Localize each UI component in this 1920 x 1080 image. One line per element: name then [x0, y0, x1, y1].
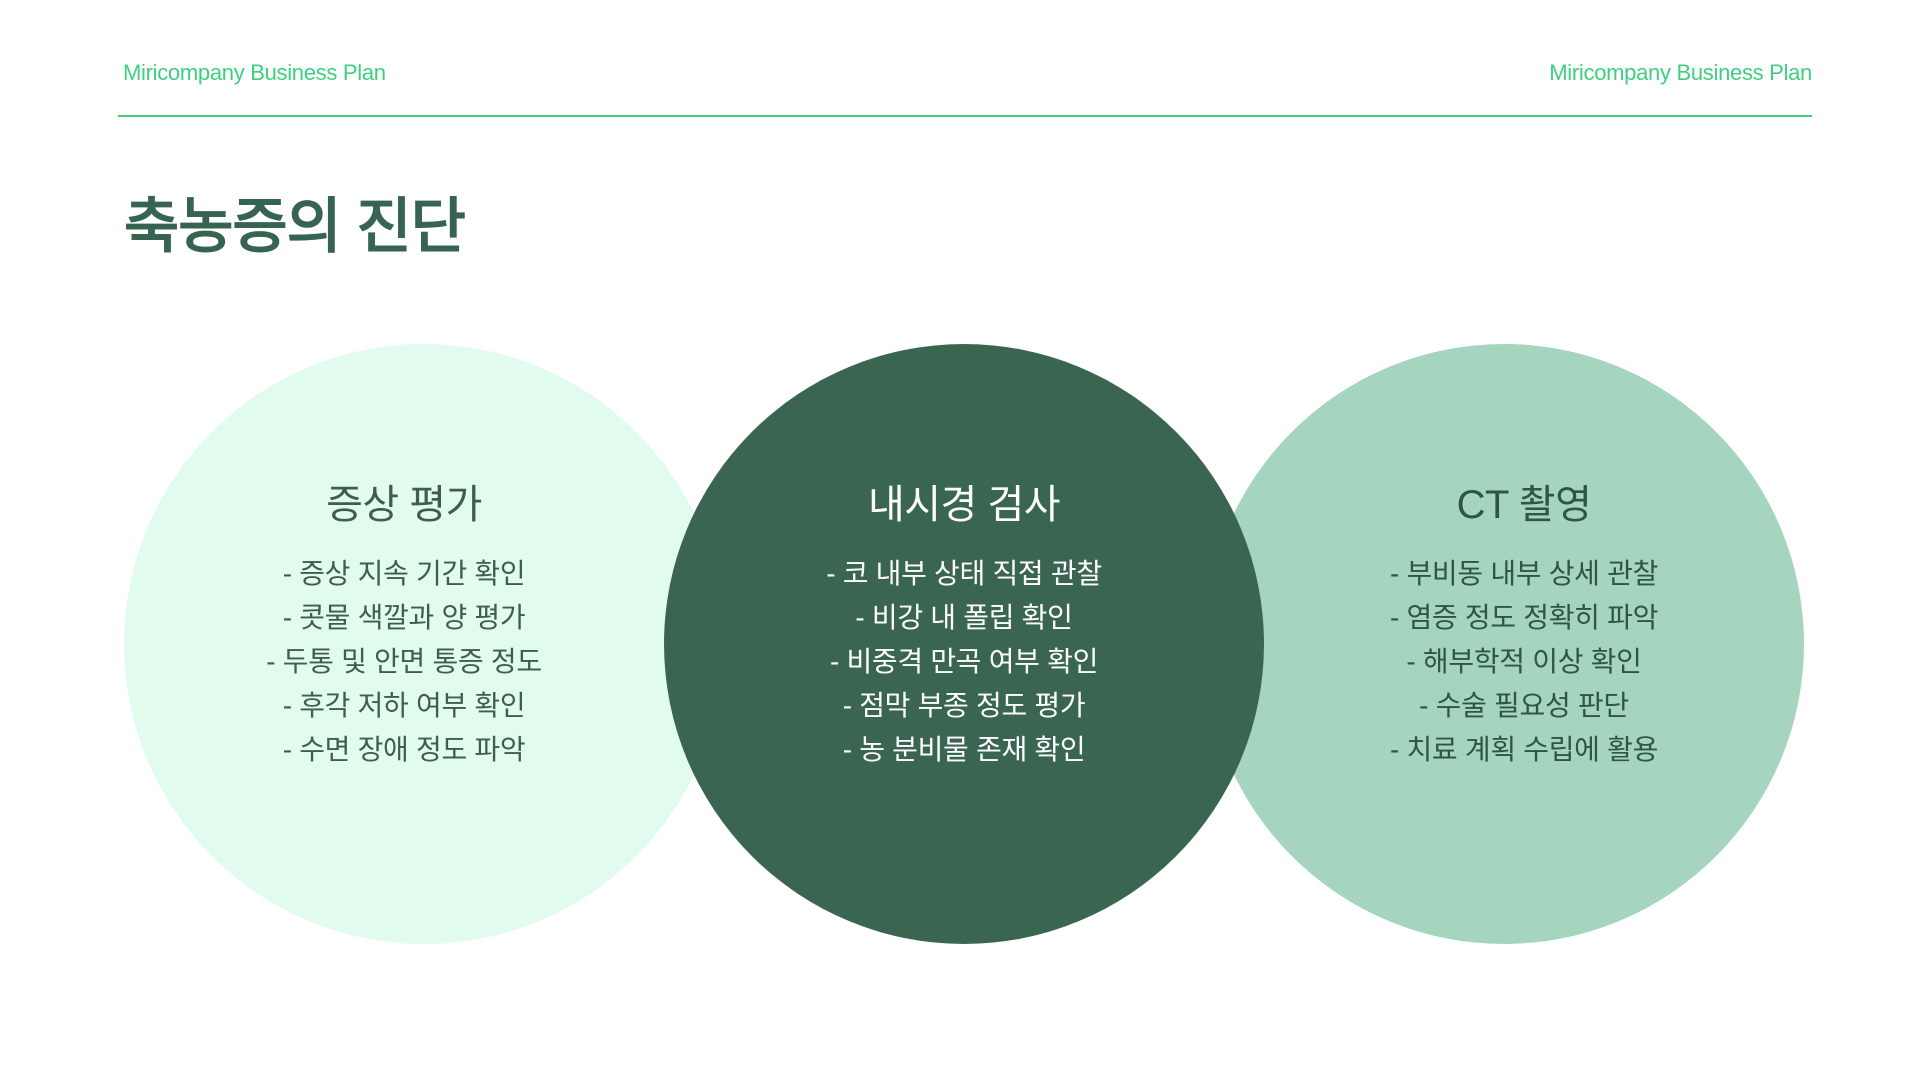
header-left-text: Miricompany Business Plan: [123, 60, 386, 85]
page-title: 축농증의 진단: [124, 193, 466, 260]
circle-heading: 증상 평가: [326, 483, 482, 527]
list-item: - 증상 지속 기간 확인: [282, 558, 526, 589]
list-item: - 수술 필요성 판단: [1419, 690, 1629, 721]
circle-ct-scan: CT 촬영 - 부비동 내부 상세 관찰 - 염증 정도 정확히 파악 - 해부…: [1204, 344, 1804, 944]
list-item: - 비중격 만곡 여부 확인: [829, 646, 1099, 677]
circle-heading: 내시경 검사: [867, 483, 1061, 527]
circle-item-list: - 코 내부 상태 직접 관찰 - 비강 내 폴립 확인 - 비중격 만곡 여부…: [664, 552, 1264, 772]
list-item: - 치료 계획 수립에 활용: [1389, 734, 1659, 765]
list-item: - 점막 부종 정도 평가: [842, 690, 1086, 721]
circle-heading: CT 촬영: [1456, 483, 1592, 527]
list-item: - 염증 정도 정확히 파악: [1389, 602, 1659, 633]
list-item: - 수면 장애 정도 파악: [282, 734, 526, 765]
list-item: - 두통 및 안면 통증 정도: [266, 646, 542, 677]
circle-endoscopy: 내시경 검사 - 코 내부 상태 직접 관찰 - 비강 내 폴립 확인 - 비중…: [664, 344, 1264, 944]
header-right-text: Miricompany Business Plan: [1549, 60, 1812, 85]
list-item: - 콧물 색깔과 양 평가: [282, 602, 526, 633]
header-divider: [118, 115, 1812, 117]
list-item: - 부비동 내부 상세 관찰: [1389, 558, 1659, 589]
circle-symptom-evaluation: 증상 평가 - 증상 지속 기간 확인 - 콧물 색깔과 양 평가 - 두통 및…: [124, 344, 724, 944]
list-item: - 코 내부 상태 직접 관찰: [826, 558, 1102, 589]
list-item: - 비강 내 폴립 확인: [855, 602, 1073, 633]
list-item: - 후각 저하 여부 확인: [282, 690, 526, 721]
list-item: - 농 분비물 존재 확인: [842, 734, 1086, 765]
circle-item-list: - 증상 지속 기간 확인 - 콧물 색깔과 양 평가 - 두통 및 안면 통증…: [104, 552, 704, 772]
circle-item-list: - 부비동 내부 상세 관찰 - 염증 정도 정확히 파악 - 해부학적 이상 …: [1224, 552, 1824, 772]
circle-content: 증상 평가 - 증상 지속 기간 확인 - 콧물 색깔과 양 평가 - 두통 및…: [104, 472, 704, 772]
list-item: - 해부학적 이상 확인: [1406, 646, 1642, 677]
circle-content: CT 촬영 - 부비동 내부 상세 관찰 - 염증 정도 정확히 파악 - 해부…: [1224, 472, 1824, 772]
circle-content: 내시경 검사 - 코 내부 상태 직접 관찰 - 비강 내 폴립 확인 - 비중…: [664, 472, 1264, 772]
